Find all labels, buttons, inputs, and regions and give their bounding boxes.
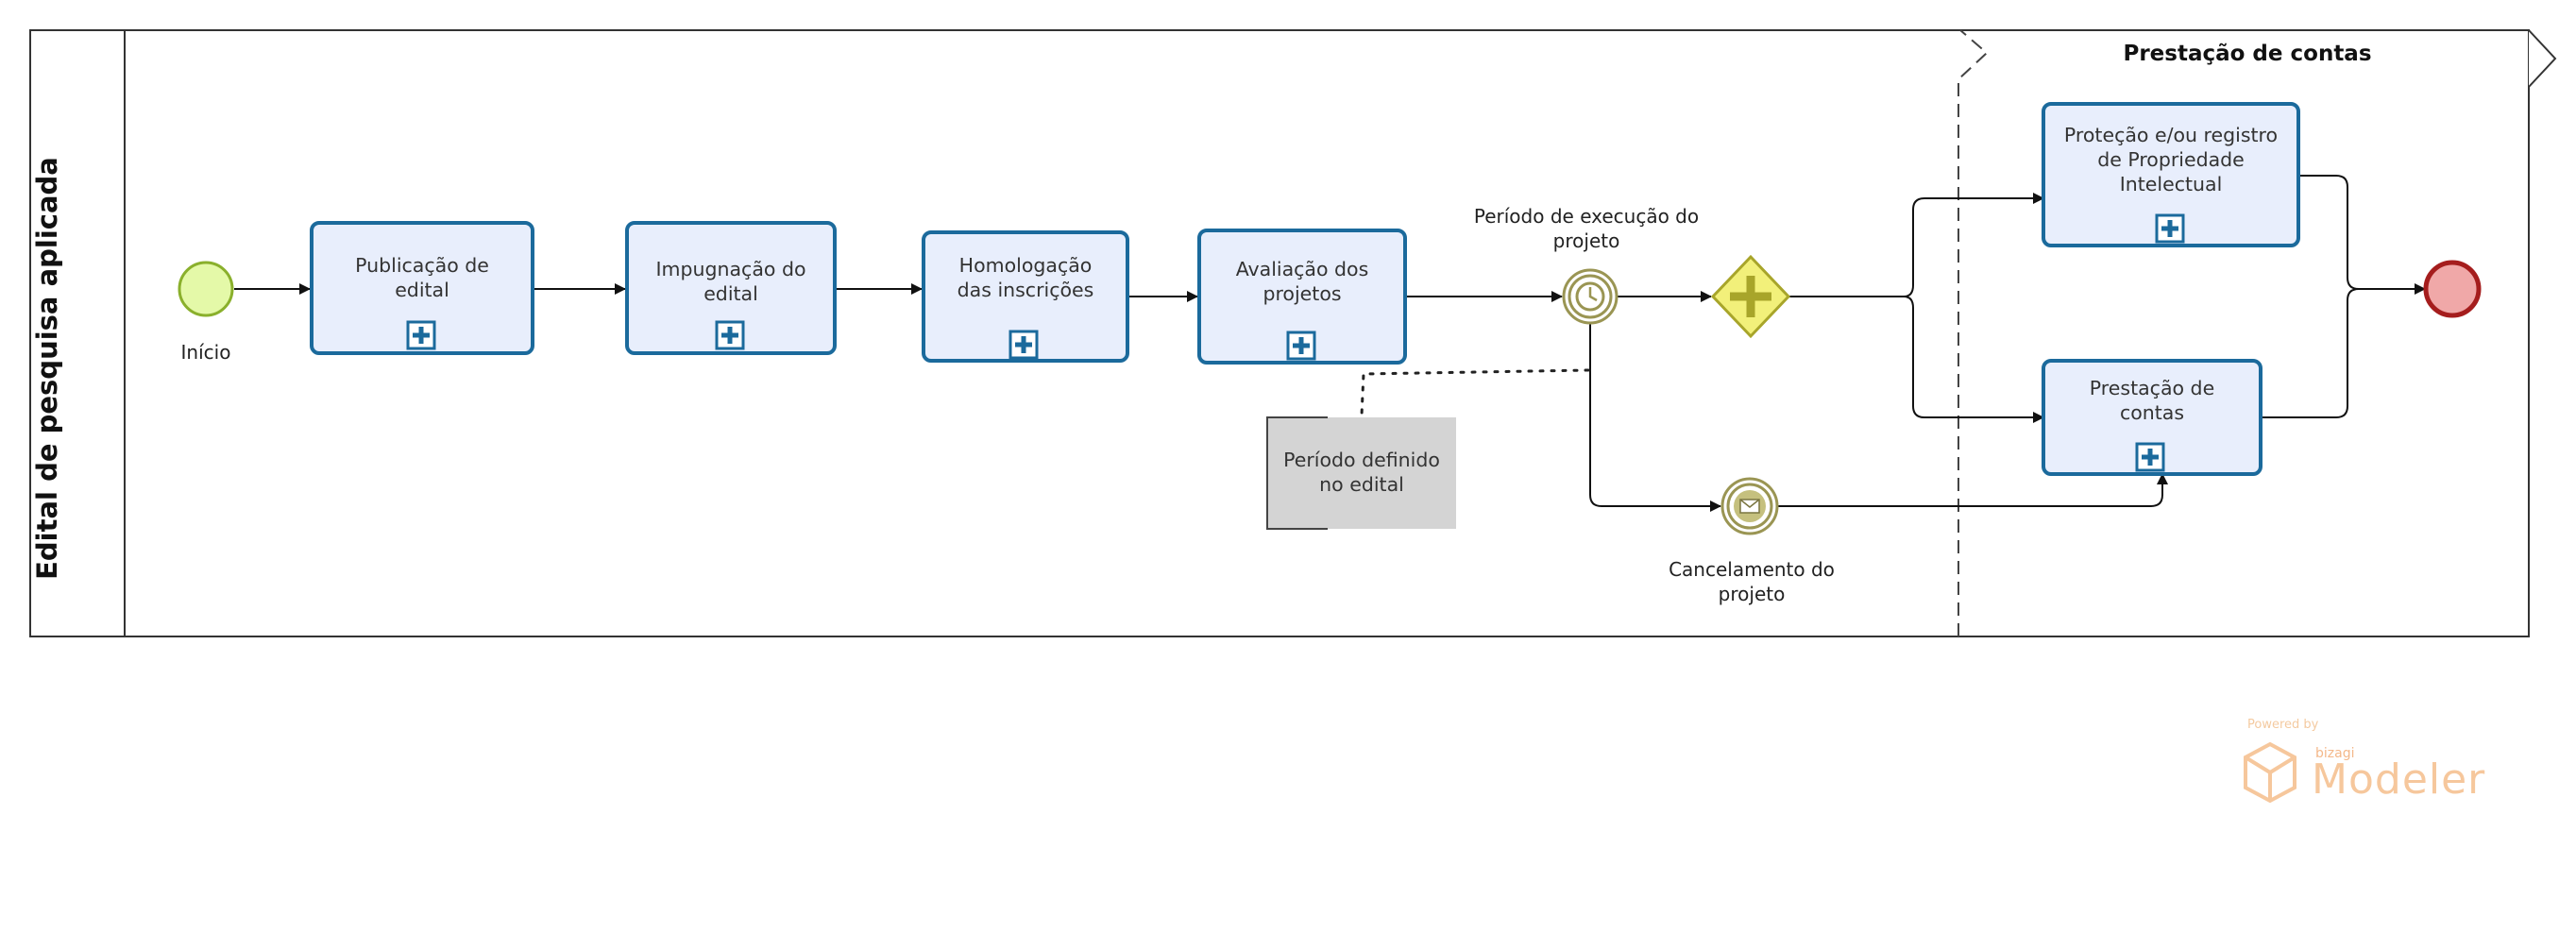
flow-prestacao-merge <box>2261 288 2360 418</box>
message-event[interactable] <box>1720 477 1779 535</box>
flow-to-prestacao <box>1903 296 2044 423</box>
task-prestacao-label: Prestação de contas <box>2089 377 2215 424</box>
bizagi-logo-icon <box>2244 741 2296 804</box>
task-homologacao[interactable] <box>922 230 1129 363</box>
flow-message-prestacao <box>1777 473 2168 507</box>
message-event-label: Cancelamento do projeto <box>1669 558 1835 605</box>
parallel-gateway[interactable] <box>1710 254 1791 339</box>
task-impugnacao-label: Impugnação do edital <box>655 258 806 305</box>
sequence-flows <box>234 175 2426 512</box>
watermark-product: Modeler <box>2312 755 2486 804</box>
plus-icon <box>1015 336 1032 353</box>
start-event-label: Início <box>180 341 231 364</box>
phase-chevron <box>2528 29 2557 88</box>
annotation-association <box>1360 368 1590 417</box>
timer-event-label: Período de execução do projeto <box>1473 205 1700 252</box>
plus-icon <box>1293 337 1310 354</box>
phase-title: Prestação de contas <box>2123 42 2372 66</box>
flow-protecao-merge <box>2298 175 2360 290</box>
task-homologacao-label: Homologação das inscrições <box>957 254 1094 301</box>
start-event[interactable] <box>178 261 234 317</box>
timer-event[interactable] <box>1562 268 1618 325</box>
flow-timer-message <box>1589 323 1721 512</box>
plus-icon <box>2142 449 2159 466</box>
end-event[interactable] <box>2423 260 2482 318</box>
task-publicacao-label: Publicação de edital <box>355 254 489 301</box>
plus-icon <box>1730 276 1771 317</box>
pool-title-text: Edital de pesquisa aplicada <box>31 157 64 580</box>
annotation-text: Período definido no edital <box>1283 449 1440 496</box>
task-prestacao[interactable] <box>2042 359 2262 476</box>
flow-to-protecao <box>1903 193 2044 297</box>
text-annotation[interactable] <box>1266 416 1456 530</box>
task-protecao[interactable] <box>2042 102 2300 247</box>
task-avaliacao[interactable] <box>1197 229 1407 365</box>
plus-icon <box>2161 220 2178 237</box>
pool-header <box>29 29 126 637</box>
task-avaliacao-label: Avaliação dos projetos <box>1235 258 1369 305</box>
watermark-powered-by: Powered by <box>2247 718 2319 732</box>
task-impugnacao[interactable] <box>625 221 837 355</box>
watermark-brand: bizagi <box>2315 746 2355 761</box>
plus-icon <box>413 327 430 344</box>
plus-icon <box>721 327 738 344</box>
phase-separator <box>1957 29 1989 636</box>
task-protecao-label: Proteção e/ou registro de Propriedade In… <box>2063 124 2279 195</box>
pool-title: Edital de pesquisa aplicada <box>26 157 68 580</box>
task-publicacao[interactable] <box>310 221 534 355</box>
